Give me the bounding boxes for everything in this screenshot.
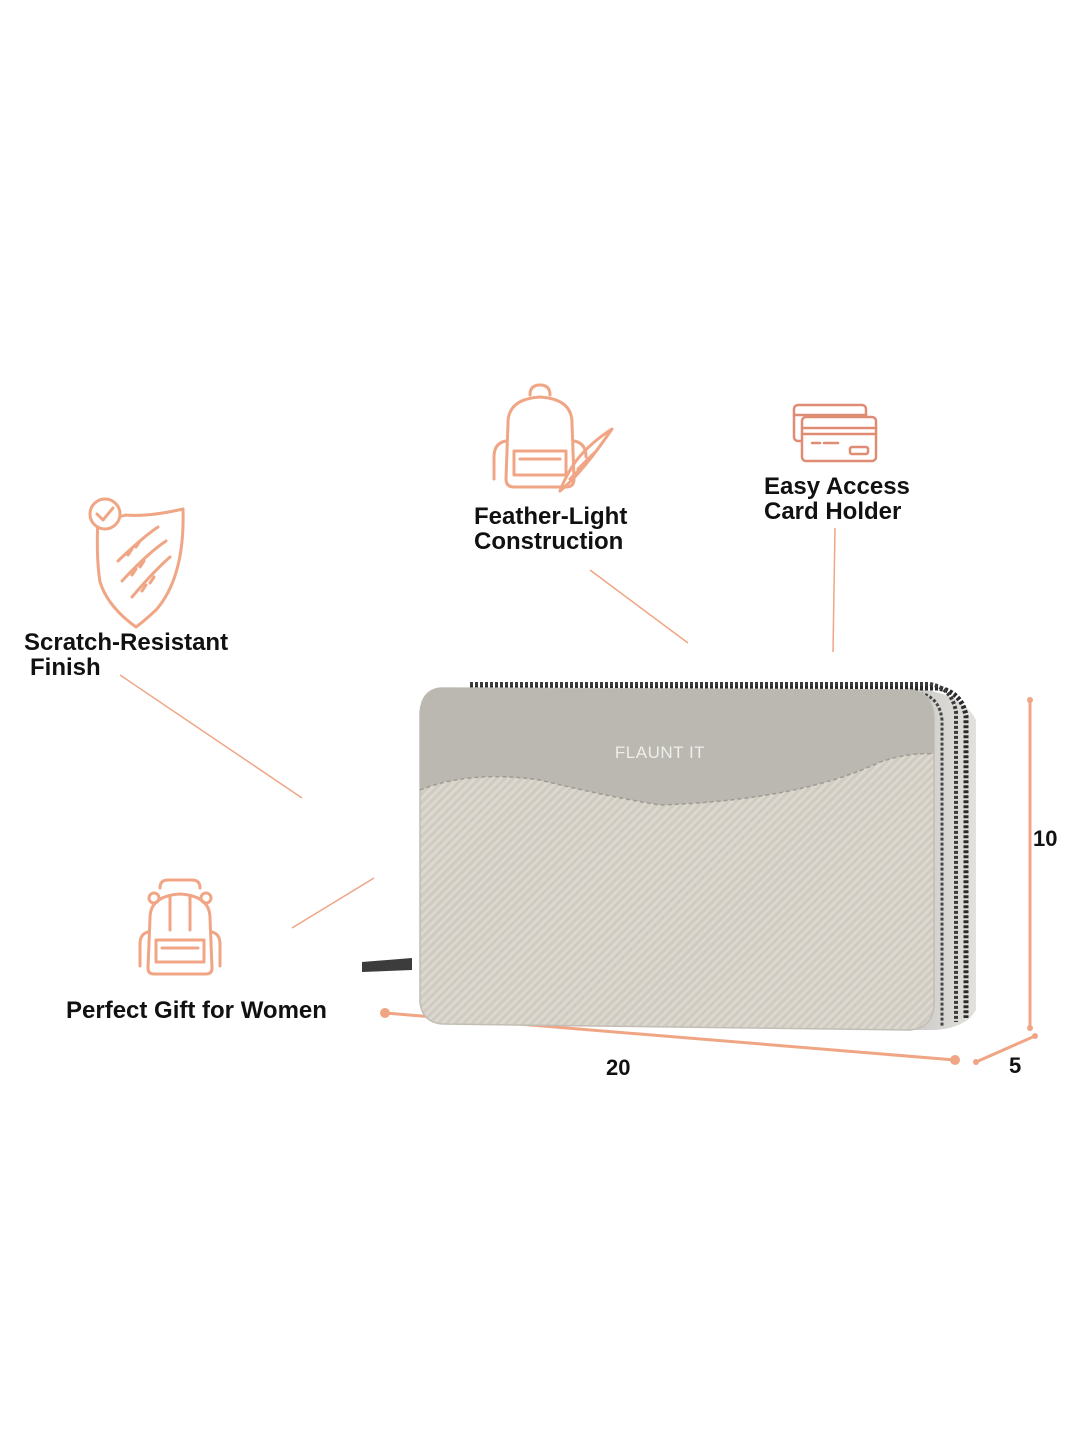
- feather-label-line2: Construction: [474, 528, 624, 555]
- height-dimension-value: 10: [1033, 826, 1058, 851]
- wallet-top-band: [420, 688, 934, 805]
- zipper-outer: [470, 685, 969, 1018]
- depth-dimension-line: [975, 1034, 1036, 1064]
- feather-light-label: Feather-Light Construction: [474, 504, 627, 554]
- feather-label-line1: Feather-Light: [474, 503, 628, 530]
- zipper-inner: [470, 692, 944, 1026]
- credit-card-icon: [792, 403, 878, 463]
- perfect-gift-label: Perfect Gift for Women: [66, 997, 327, 1024]
- band-stitching: [419, 752, 935, 806]
- scratch-resistant-label: Scratch-Resistant Finish: [24, 630, 228, 680]
- scratch-label-line1: Scratch-Resistant: [24, 629, 229, 656]
- leader-line-gift: [291, 877, 375, 929]
- backpack-feather-icon: [492, 383, 614, 493]
- backpack-icon: [138, 878, 222, 976]
- shield-scratch-icon: [88, 497, 185, 629]
- brand-logo-text: FLAUNT IT: [615, 743, 705, 762]
- width-dimension-value: 20: [606, 1055, 631, 1080]
- leader-line-feather: [589, 569, 689, 644]
- wallet-product: FLAUNT IT: [362, 682, 976, 1031]
- card-label-line2: Card Holder: [764, 498, 902, 525]
- depth-dimension-value: 5: [1009, 1053, 1022, 1078]
- zipper-middle: [470, 682, 958, 1022]
- zipper-pull: [362, 958, 412, 972]
- scratch-label-line2: Finish: [30, 654, 101, 681]
- card-holder-label: Easy Access Card Holder: [764, 474, 910, 524]
- leader-line-scratch: [119, 674, 303, 799]
- card-label-line1: Easy Access: [764, 473, 910, 500]
- leader-line-card: [832, 527, 836, 653]
- leader-lines: [119, 527, 836, 929]
